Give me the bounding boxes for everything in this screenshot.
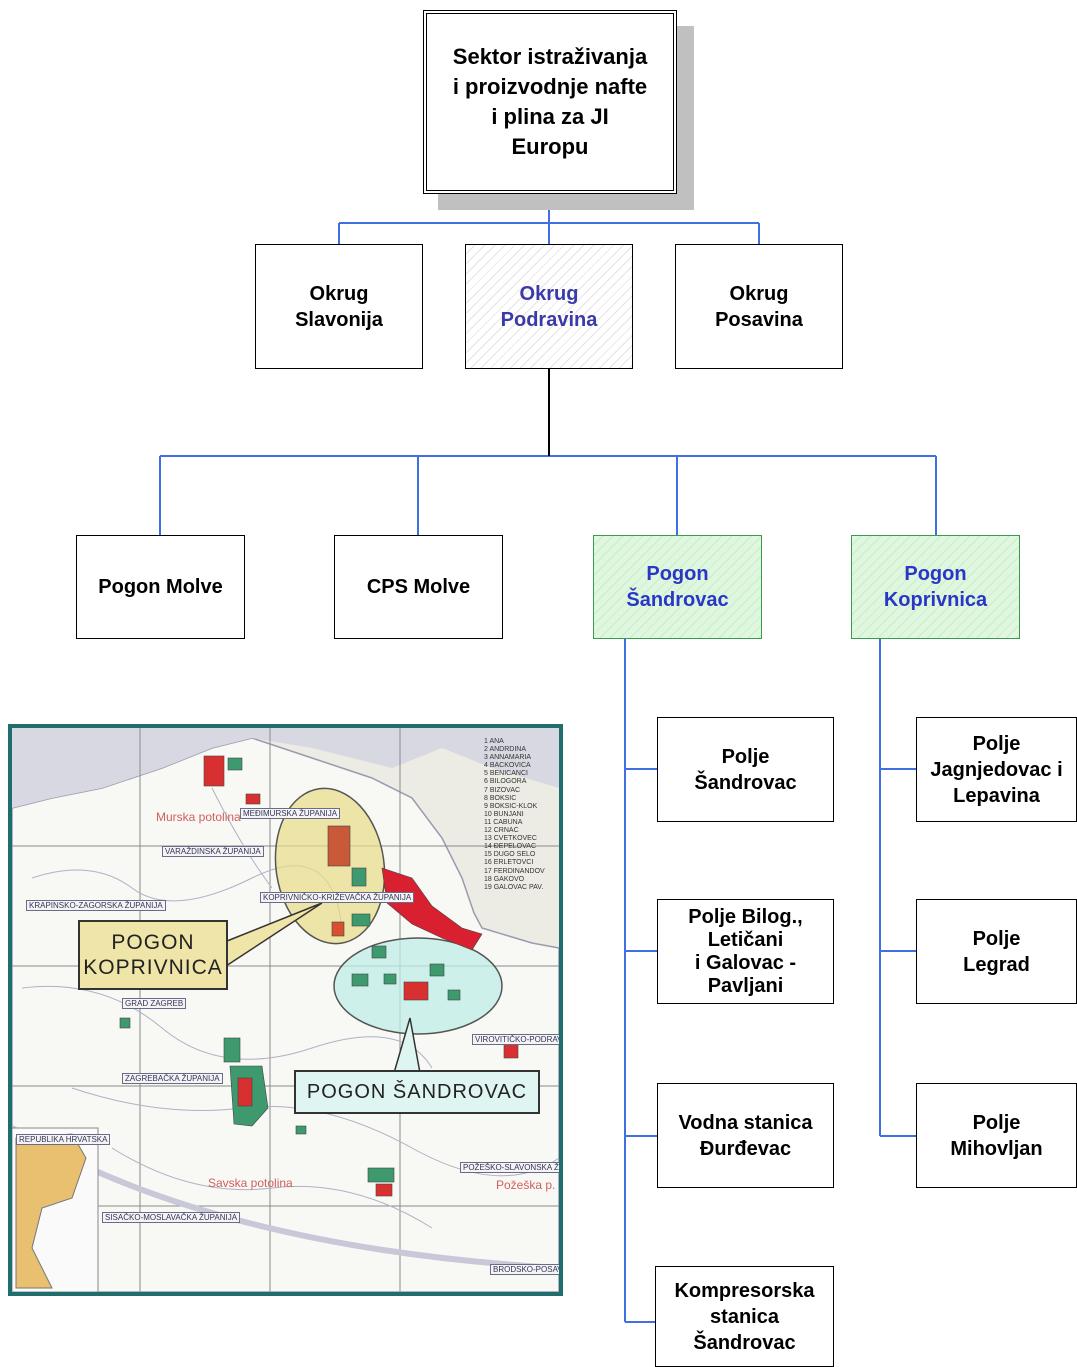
field-sandrovac: Polje Šandrovac [657, 717, 834, 822]
legend-item: 5 BENIČANCI [484, 770, 528, 778]
plant-cps-molve: CPS Molve [334, 535, 503, 639]
legend-item: 12 CRNAC [484, 827, 519, 835]
callout-pogon-sandrovac: POGON ŠANDROVAC [294, 1070, 540, 1114]
region-label: GRAD ZAGREB [122, 998, 187, 1009]
legend-item: 6 BILOGORA [484, 778, 527, 786]
region-label: VIROVITIČKO-PODRAVSKA ŽUPANIJA [472, 1034, 559, 1045]
basin-label: Savska potolina [208, 1176, 293, 1190]
plant-molve: Pogon Molve [76, 535, 245, 639]
field-legrad: Polje Legrad [916, 899, 1077, 1004]
legend-item: 4 BAČKOVICA [484, 762, 531, 770]
region-label: REPUBLIKA HRVATSKA [16, 1134, 111, 1145]
water-station-djurdjevac: Vodna stanica Đurđevac [657, 1083, 834, 1188]
legend-item: 15 DUGO SELO [484, 851, 536, 859]
callout-pogon-koprivnica: POGON KOPRIVNICA [78, 920, 228, 990]
legend-item: 13 CVETKOVEC [484, 835, 537, 843]
region-label: ZAGREBAČKA ŽUPANIJA [122, 1073, 223, 1084]
field-jagnjedovac-lepavina: Polje Jagnjedovac i Lepavina [916, 717, 1077, 822]
region-label: MEĐIMURSKA ŽUPANIJA [240, 808, 341, 819]
legend-item: 10 BUNJANI [484, 810, 524, 818]
plant-koprivnica: Pogon Koprivnica [851, 535, 1020, 639]
legend-item: 8 BOKŠIĆ [484, 794, 517, 802]
region-label: VARAŽDINSKA ŽUPANIJA [162, 846, 264, 857]
region-label: BRODSKO-POSAVSKA [490, 1264, 559, 1275]
basin-label: Požeška p. [496, 1178, 556, 1192]
region-label: POŽEŠKO-SLAVONSKA ŽUPANIJA [460, 1162, 559, 1173]
legend-item: 17 FERDINANDOV [484, 867, 545, 875]
plant-sandrovac: Pogon Šandrovac [593, 535, 762, 639]
legend-item: 11 CABUNA [484, 818, 523, 826]
legend-item: 19 GALOVAC PAV. [484, 883, 544, 891]
legend-item: 18 GAKOVO [484, 875, 525, 883]
region-label: KRAPINSKO-ZAGORSKA ŽUPANIJA [26, 900, 166, 911]
district-podravina: Okrug Podravina [465, 244, 633, 369]
root-node-sector: Sektor istraživanja i proizvodnje nafte … [423, 10, 677, 194]
legend-item: 1 ANA [484, 738, 504, 745]
legend-item: 7 BIZOVAC [484, 786, 521, 794]
legend-item: 14 ĐEPELOVAC [484, 843, 537, 851]
region-label: KOPRIVNIČKO-KRIŽEVAČKA ŽUPANIJA [260, 892, 415, 903]
district-slavonija: Okrug Slavonija [255, 244, 423, 369]
legend-item: 3 ANNAMARIA [484, 754, 532, 762]
field-bilogora-leticani-galovac: Polje Bilog., Letičani i Galovac - Pavlj… [657, 899, 834, 1004]
basin-label: Murska potolina [156, 810, 241, 824]
map-legend: 1 ANA 2 ANDRDINA 3 ANNAMARIA 4 BAČKOVICA… [484, 738, 559, 892]
region-map: 1 ANA 2 ANDRDINA 3 ANNAMARIA 4 BAČKOVICA… [8, 724, 563, 1296]
compressor-station-sandrovac: Kompresorska stanica Šandrovac [655, 1266, 834, 1367]
legend-item: 9 BOKŠIĆ-KLOK [484, 802, 538, 810]
legend-item: 16 ERLETOVCI [484, 859, 534, 867]
region-label: SISAČKO-MOSLAVAČKA ŽUPANIJA [102, 1212, 241, 1223]
legend-item: 2 ANDRDINA [484, 746, 527, 754]
district-posavina: Okrug Posavina [675, 244, 843, 369]
field-mihovljan: Polje Mihovljan [916, 1083, 1077, 1188]
